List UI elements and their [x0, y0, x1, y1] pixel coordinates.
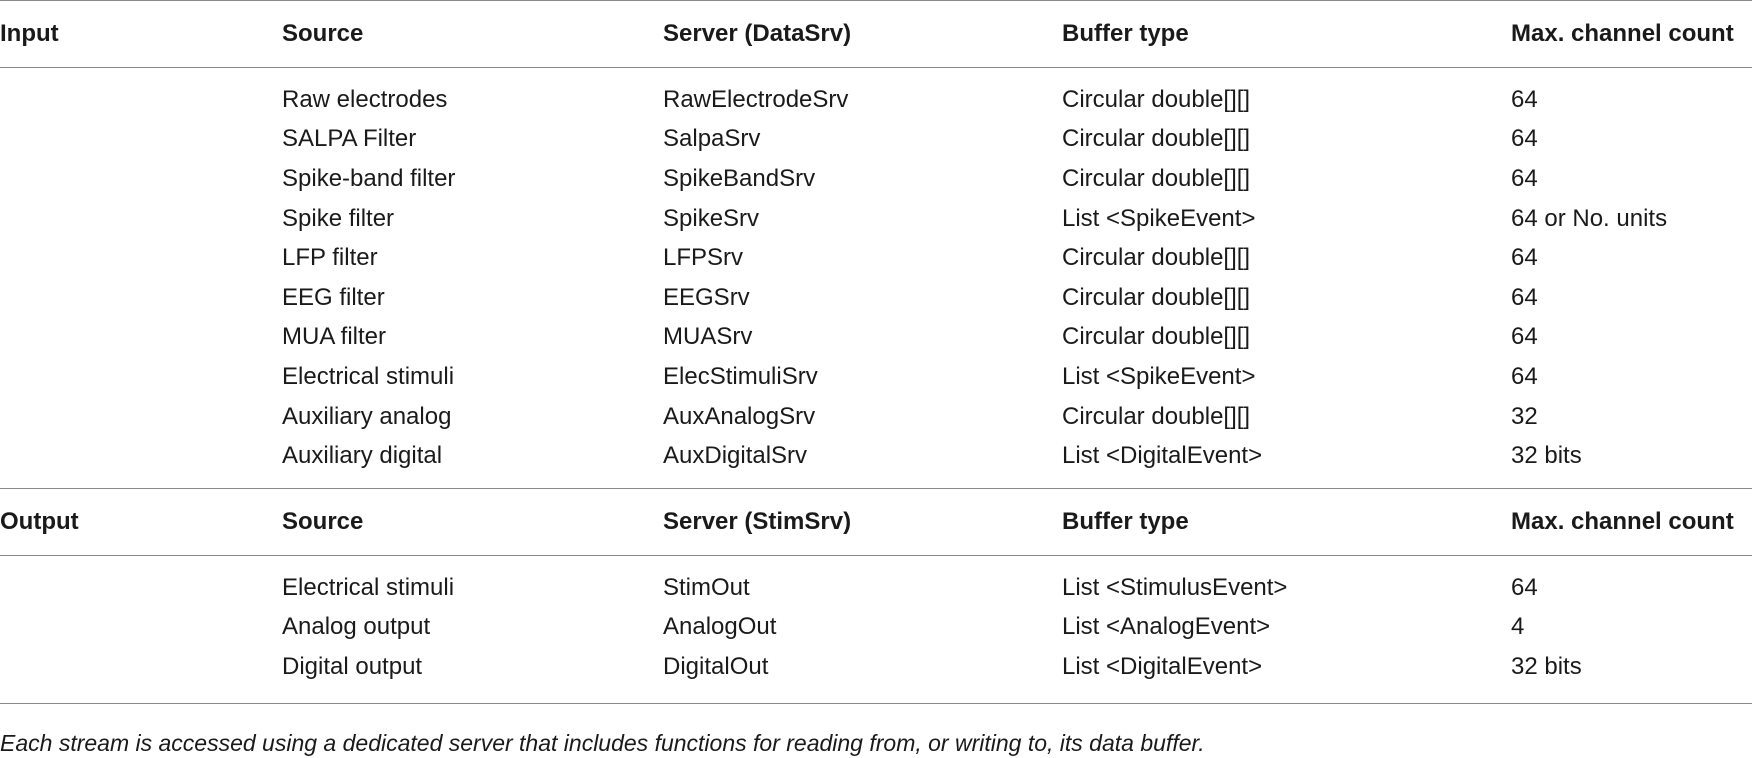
table-cell: Circular double[][] [1062, 283, 1251, 311]
table-cell: List <DigitalEvent> [1062, 442, 1263, 470]
table-cell: 32 [1511, 402, 1538, 430]
table-body: Input Source Server (DataSrv) Buffer typ… [0, 0, 1752, 704]
table-cell: 64 [1511, 85, 1538, 113]
table-row: MUA filter MUASrv Circular double[][] 64 [0, 318, 1752, 358]
table-cell: LFPSrv [663, 244, 744, 272]
table-row: SALPA Filter SalpaSrv Circular double[][] 6… [0, 120, 1752, 160]
data-streams-table: Input Source Server (DataSrv) Buffer typ… [0, 0, 1752, 704]
header-cell: Source [282, 487, 663, 556]
table-cell: Circular double[][] [1062, 85, 1251, 113]
table-cell [0, 159, 282, 199]
header-cell: Buffer type [1062, 0, 1511, 68]
table-cell [0, 568, 282, 608]
table-cell: Raw electrodes [282, 85, 448, 113]
table-row: Spike-band filter SpikeBandSrv Circular do… [0, 159, 1752, 199]
table-cell [0, 238, 282, 278]
table-cell: Analog output [282, 613, 431, 641]
table-cell [0, 397, 282, 437]
table-cell: 64 [1511, 362, 1538, 390]
header-cell: Max. channel count [1511, 487, 1752, 556]
table-cell: Spike filter [282, 204, 395, 232]
table-cell: List <DigitalEvent> [1062, 652, 1263, 680]
header-cell: Buffer type [1062, 487, 1511, 556]
data-streams-table-wrapper: Input Source Server (DataSrv) Buffer typ… [0, 0, 1752, 704]
table-cell: 64 [1511, 283, 1538, 311]
spacer-row [0, 68, 1752, 81]
table-row: Electrical stimuli StimOut List <StimulusE… [0, 568, 1752, 608]
table-cell: Spike-band filter [282, 164, 456, 192]
table-cell: 64 or No. units [1511, 204, 1668, 232]
table-cell: EEGSrv [663, 283, 750, 311]
table-cell: Circular double[][] [1062, 164, 1251, 192]
table-cell [0, 436, 282, 476]
spacer-row [0, 476, 1752, 489]
table-row: Auxiliary digital AuxDigitalSrv List <Digi… [0, 436, 1752, 476]
table-cell: Circular double[][] [1062, 402, 1251, 430]
table-cell: MUA filter [282, 323, 387, 351]
table-cell [0, 318, 282, 358]
table-cell [0, 120, 282, 160]
table-cell: Auxiliary digital [282, 442, 443, 470]
header-cell: Source [282, 0, 663, 68]
header-cell: Server (StimSrv) [663, 487, 1062, 556]
table-cell: List <AnalogEvent> [1062, 613, 1271, 641]
table-row: Analog output AnalogOut List <AnalogEvent>… [0, 608, 1752, 648]
table-cell [0, 608, 282, 648]
table-cell: Circular double[][] [1062, 125, 1251, 153]
table-row: Spike filter SpikeSrv List <SpikeEvent> 64 … [0, 199, 1752, 239]
table-cell: List <SpikeEvent> [1062, 362, 1256, 390]
table-cell [0, 278, 282, 318]
table-cell: EEG filter [282, 283, 385, 311]
table-cell: 64 [1511, 244, 1538, 272]
table-cell: Electrical stimuli [282, 573, 455, 601]
table-cell: LFP filter [282, 244, 378, 272]
header-cell: Input [0, 0, 282, 68]
input-header-row: Input Source Server (DataSrv) Buffer typ… [0, 0, 1752, 68]
table-cell [0, 357, 282, 397]
table-cell: SalpaSrv [663, 125, 761, 153]
header-cell: Output [0, 487, 282, 556]
spacer-row [0, 686, 1752, 704]
table-row: Raw electrodes RawElectrodeSrv Circular do… [0, 80, 1752, 120]
table-cell: ElecStimuliSrv [663, 362, 818, 390]
table-row: Electrical stimuli ElecStimuliSrv List <Sp… [0, 357, 1752, 397]
table-row: Digital output DigitalOut List <DigitalEve… [0, 647, 1752, 687]
table-cell: MUASrv [663, 323, 753, 351]
table-cell: Auxiliary analog [282, 402, 452, 430]
table-cell: AuxAnalogSrv [663, 402, 816, 430]
table-cell [0, 80, 282, 120]
table-cell: 64 [1511, 323, 1538, 351]
table-cell: 64 [1511, 164, 1538, 192]
table-cell: DigitalOut [663, 652, 769, 680]
table-cell [0, 199, 282, 239]
table-cell: 64 [1511, 125, 1538, 153]
header-cell: Server (DataSrv) [663, 0, 1062, 68]
table-cell: SpikeSrv [663, 204, 760, 232]
table-cell: 32 bits [1511, 652, 1582, 680]
table-cell: Electrical stimuli [282, 362, 455, 390]
header-cell: Max. channel count [1511, 0, 1752, 68]
table-cell: Circular double[][] [1062, 244, 1251, 272]
table-cell: AuxDigitalSrv [663, 442, 808, 470]
table-cell: Circular double[][] [1062, 323, 1251, 351]
table-cell: 64 [1511, 573, 1538, 601]
spacer-row [0, 555, 1752, 568]
table-cell [0, 647, 282, 687]
table-cell: RawElectrodeSrv [663, 85, 849, 113]
table-cell: SALPA Filter [282, 125, 417, 153]
table-cell: 4 [1511, 613, 1525, 641]
table-cell: StimOut [663, 573, 750, 601]
table-cell: SpikeBandSrv [663, 164, 816, 192]
table-cell: Digital output [282, 652, 423, 680]
table-cell: List <SpikeEvent> [1062, 204, 1256, 232]
table-row: Auxiliary analog AuxAnalogSrv Circular dou… [0, 397, 1752, 437]
table-cell: AnalogOut [663, 613, 777, 641]
table-row: LFP filter LFPSrv Circular double[][] 64 [0, 238, 1752, 278]
table-cell: List <StimulusEvent> [1062, 573, 1288, 601]
table-row: EEG filter EEGSrv Circular double[][] 64 [0, 278, 1752, 318]
table-caption: Each stream is accessed using a dedicate… [0, 730, 1205, 756]
table-cell: 32 bits [1511, 442, 1582, 470]
